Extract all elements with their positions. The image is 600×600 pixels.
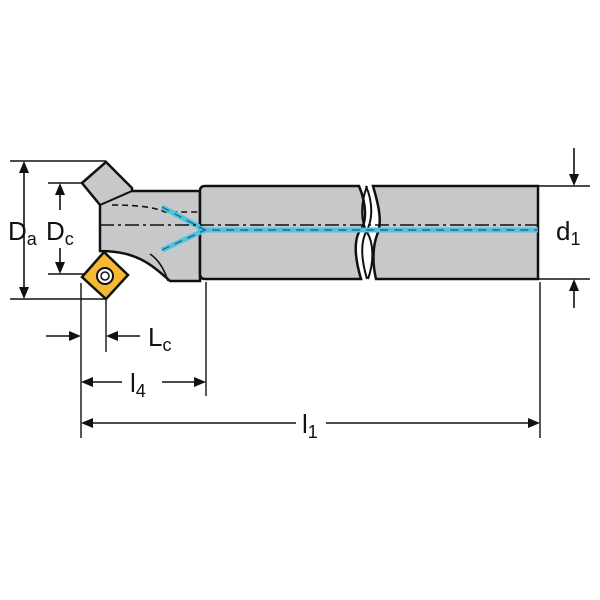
label-l4: l4 bbox=[130, 368, 146, 401]
label-l1: l1 bbox=[302, 409, 318, 442]
head-relief-line bbox=[99, 190, 133, 206]
insert-pocket-dash bbox=[111, 204, 200, 213]
dimension-d1 bbox=[538, 148, 590, 308]
label-Da: Da bbox=[8, 216, 38, 249]
extension-lines bbox=[80, 282, 541, 438]
dimension-Lc bbox=[46, 331, 140, 341]
dimension-l4 bbox=[81, 377, 206, 387]
label-d1: d1 bbox=[556, 216, 580, 249]
dimension-Da bbox=[10, 160, 106, 300]
dimension-Dc bbox=[48, 182, 84, 275]
dimension-l1 bbox=[81, 418, 540, 428]
cutting-insert bbox=[80, 250, 130, 301]
label-Lc: Lc bbox=[148, 322, 171, 355]
label-Dc: Dc bbox=[46, 216, 74, 249]
pocket-curve bbox=[149, 253, 169, 282]
coolant-channel bbox=[160, 204, 538, 253]
